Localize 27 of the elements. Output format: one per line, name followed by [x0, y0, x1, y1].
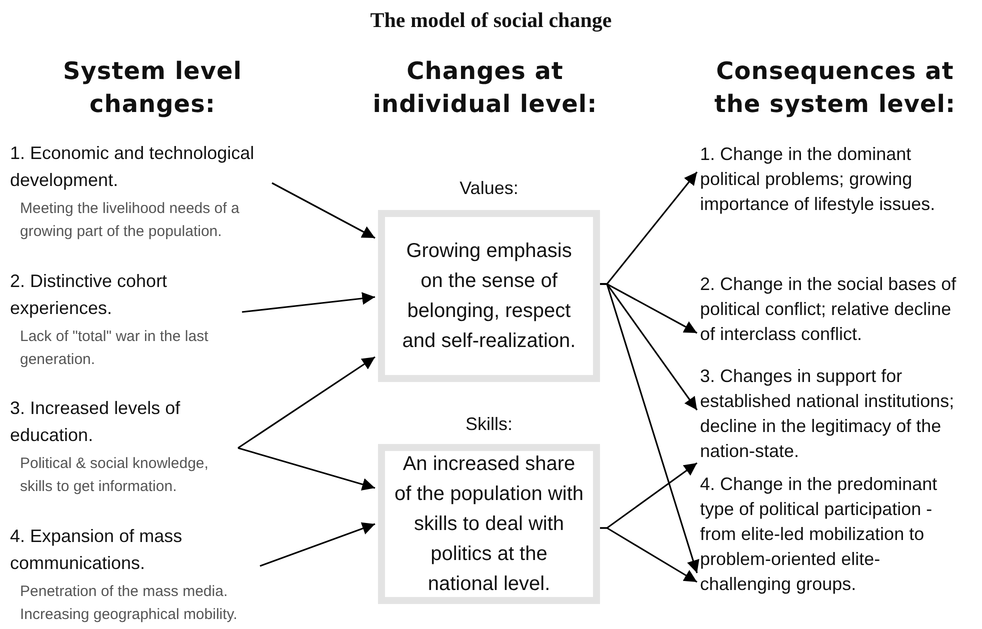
item-description: Lack of "total" war in the last generation. — [20, 327, 210, 370]
consequence-text: 1. Change in the dominant political problems; growing importance of lifestyle issues. — [700, 143, 936, 216]
item-description: Meeting the livelihood needs of a growing part of the population. — [20, 199, 240, 242]
consequence-text: 2. Change in the social bases of political conflict; relative decline of interclass conflict. — [700, 273, 958, 346]
item-heading: 4. Expansion of mass communications. — [10, 525, 184, 575]
diagram-title: The model of social change — [369, 8, 613, 33]
box-heading: Skills: — [464, 414, 514, 435]
arrow — [600, 283, 700, 574]
consequence-text: 3. Changes in support for established national institutions; decline in the legitimacy of the nation-state. — [700, 365, 956, 463]
arrow — [600, 527, 698, 583]
concept-box: Growing emphasis on the sense of belonging, respect and self-realization. — [378, 210, 600, 382]
arrow — [238, 356, 376, 449]
box-heading: Values: — [458, 178, 520, 199]
item-heading: 1. Economic and technological development. — [10, 142, 256, 192]
column-heading: System level changes: — [62, 56, 243, 120]
item-heading: 3. Increased levels of education. — [10, 397, 182, 447]
concept-box: An increased share of the population with skills to deal with politics at the national level. — [378, 444, 600, 604]
column-heading: Changes at individual level: — [372, 56, 598, 120]
arrow — [272, 182, 376, 239]
item-description: Penetration of the mass media. Increasing geographical mobility. — [20, 582, 238, 625]
item-description: Political & social knowledge, skills to get information. — [20, 454, 210, 497]
arrow — [260, 522, 376, 567]
arrow — [242, 292, 376, 313]
column-heading: Consequences at the system level: — [713, 56, 957, 120]
arrow — [238, 447, 376, 491]
item-heading: 2. Distinctive cohort experiences. — [10, 270, 168, 320]
consequence-text: 4. Change in the predominant type of political participation - from elite-led mobilization to problem-oriented elite-challenging groups. — [700, 473, 938, 596]
